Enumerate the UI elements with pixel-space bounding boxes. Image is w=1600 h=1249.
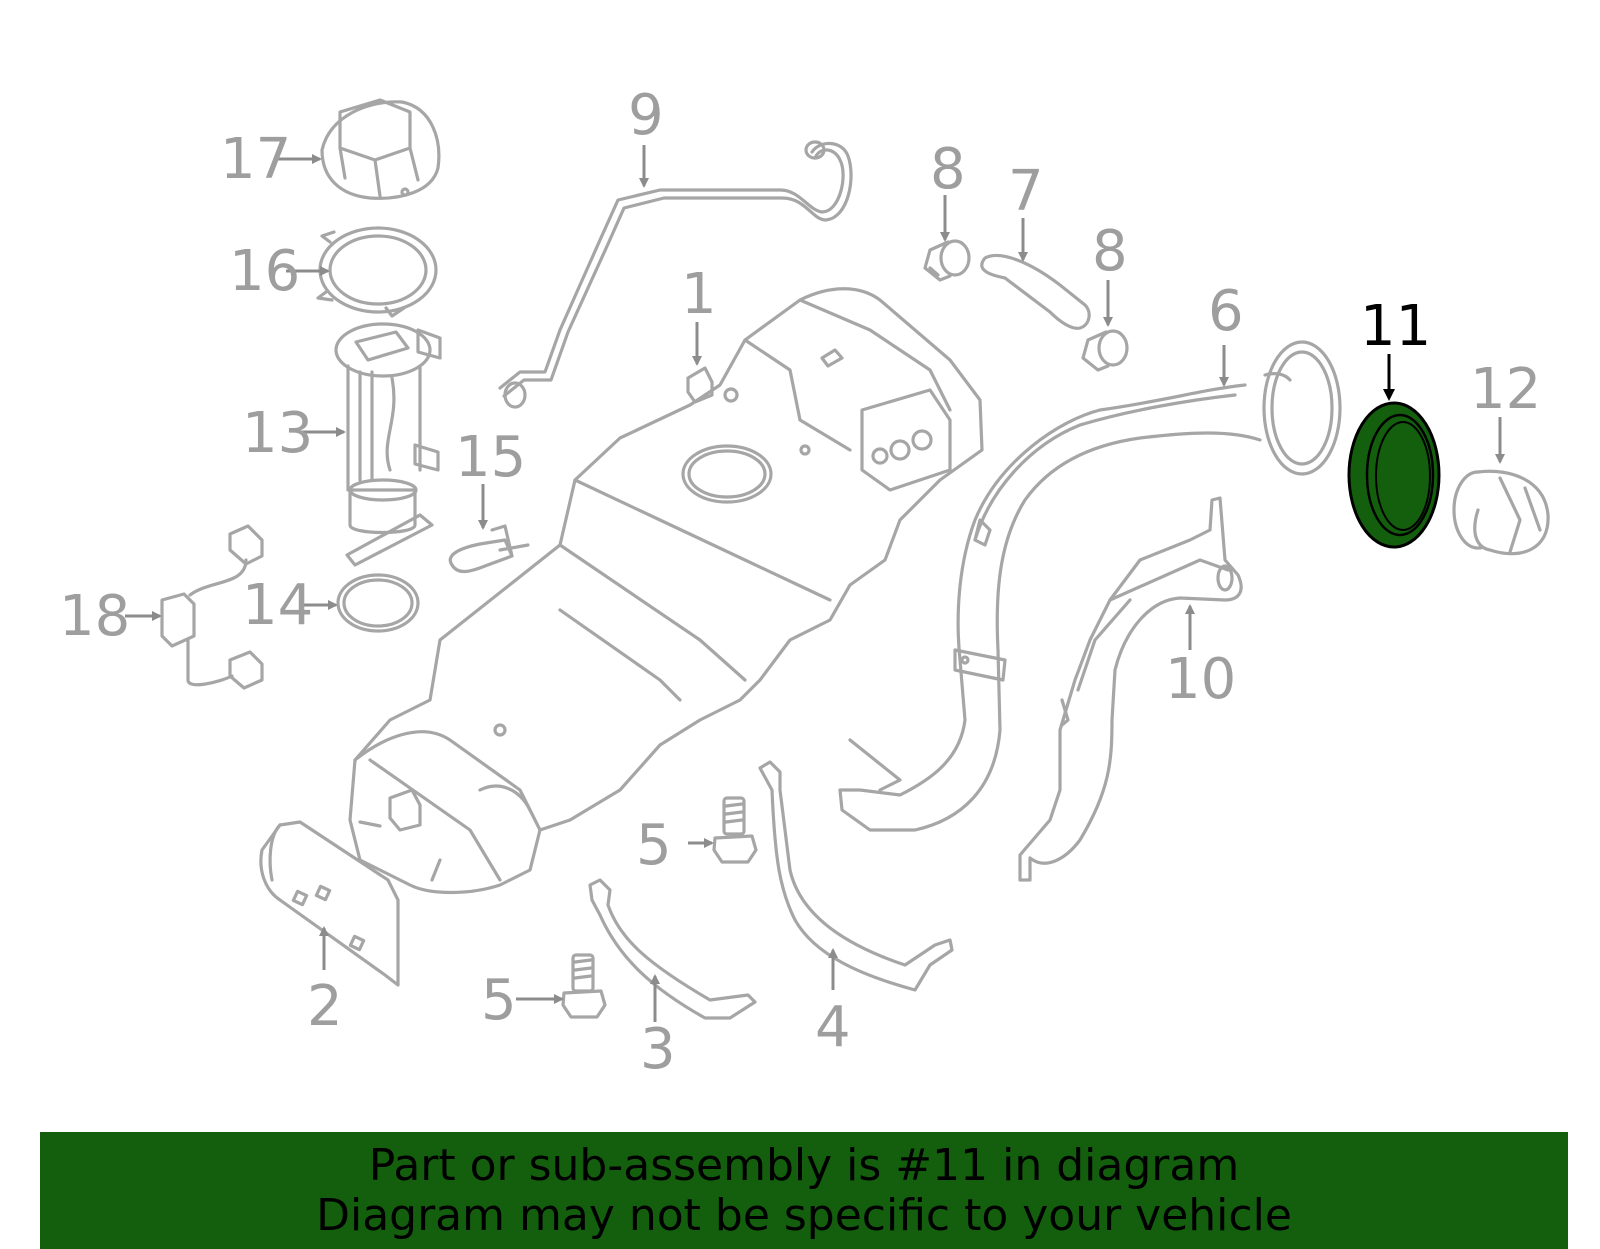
callout-17: 17 — [220, 127, 291, 192]
callout-10: 10 — [1165, 647, 1236, 712]
callout-7: 7 — [1008, 159, 1044, 224]
part-12-fuel-cap — [1452, 469, 1550, 556]
info-banner: Part or sub-assembly is #11 in diagram D… — [40, 1132, 1568, 1249]
callout-4: 4 — [815, 995, 851, 1060]
part-18-harness — [160, 524, 264, 690]
callout-8b: 8 — [1092, 219, 1128, 284]
callout-1: 1 — [681, 262, 717, 327]
banner-line-1: Part or sub-assembly is #11 in diagram — [368, 1139, 1240, 1191]
part-7-hose — [980, 253, 1091, 330]
part-2-heat-shield — [259, 820, 400, 987]
callout-11: 11 — [1360, 294, 1431, 359]
callout-15: 15 — [455, 425, 526, 490]
callout-3: 3 — [640, 1017, 676, 1082]
part-3-strap — [588, 878, 757, 1020]
part-4-strap — [758, 760, 954, 992]
part-14-o-ring — [336, 573, 420, 633]
callout-16: 16 — [229, 239, 300, 304]
callout-5a: 5 — [636, 813, 672, 878]
part-5-bolt-lower — [561, 953, 607, 1019]
callout-8a: 8 — [930, 137, 966, 202]
part-5-bolt-upper — [712, 796, 758, 864]
part-10-protector — [1018, 496, 1243, 882]
part-17-pump-cover — [320, 98, 441, 200]
callout-arrows — [125, 145, 1505, 1022]
part-1-fuel-tank — [348, 287, 984, 895]
part-13-fuel-pump — [334, 322, 442, 567]
callout-9: 9 — [628, 83, 664, 148]
part-8-clamp-left — [923, 239, 971, 282]
callout-12: 12 — [1470, 357, 1541, 422]
banner-line-2: Diagram may not be specific to your vehi… — [316, 1189, 1292, 1241]
callout-2: 2 — [307, 974, 343, 1039]
part-9-vent-tube — [498, 140, 853, 409]
part-8-clamp-right — [1081, 329, 1129, 372]
part-11-filler-seal — [1347, 401, 1441, 549]
callout-18: 18 — [59, 584, 130, 649]
callout-13: 13 — [242, 401, 313, 466]
callout-labels: 1 2 3 4 5 5 6 7 8 8 9 10 11 12 13 14 15 … — [59, 83, 1541, 1082]
callout-6: 6 — [1208, 279, 1244, 344]
callout-5b: 5 — [481, 968, 517, 1033]
part-6-filler-neck — [838, 340, 1342, 832]
callout-14: 14 — [242, 573, 313, 638]
part-15-sender — [448, 524, 530, 574]
part-16-lock-ring — [316, 226, 438, 318]
